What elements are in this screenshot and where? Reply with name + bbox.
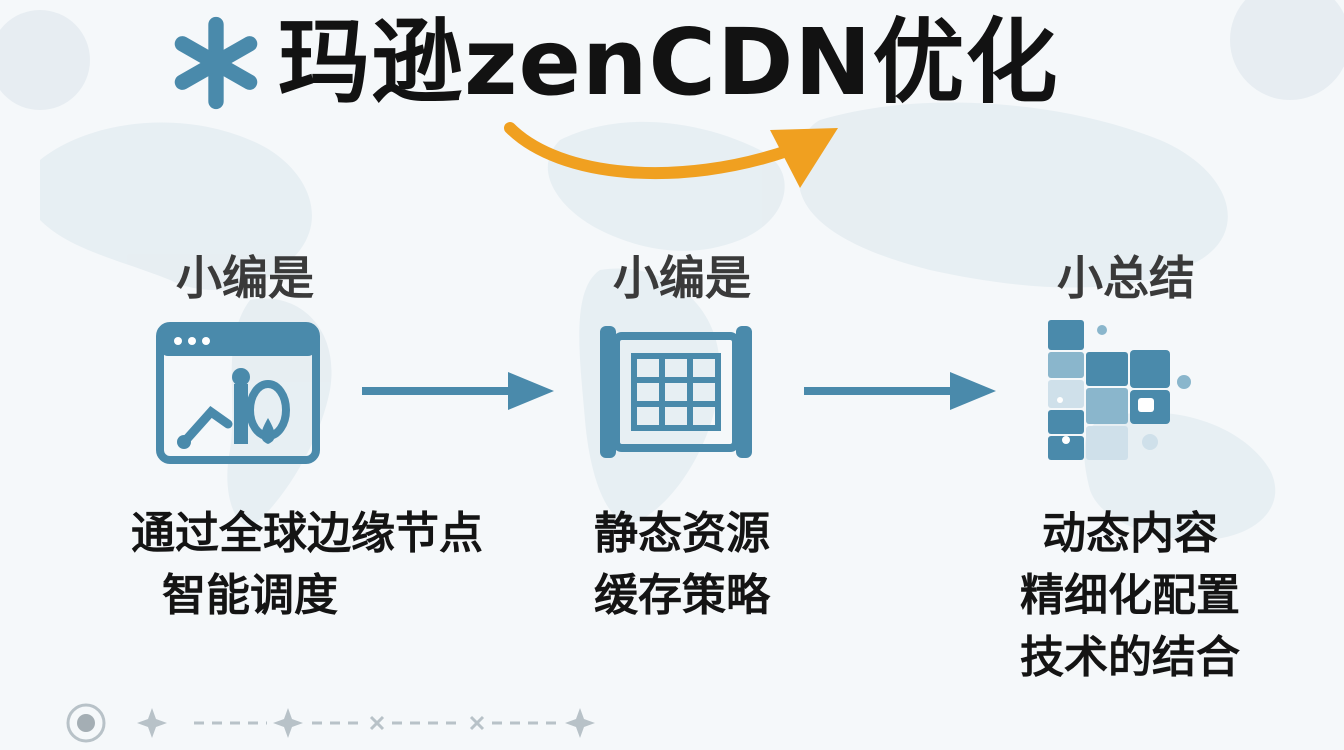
grid-cache-icon [600,326,752,458]
stage-1-description-line: 智能调度 [162,570,338,621]
stage-3-description-line: 技术的结合 [1020,632,1240,683]
stage-2-description: 静态资源 缓存策略 [552,503,812,627]
flow-arrow-icon [804,372,996,410]
stage-1-description-line: 通过全球边缘节点 [131,508,483,559]
stage-2-description-line: 静态资源 [594,508,770,559]
sparkle-icon [137,708,595,738]
stage-1-description: 通过全球边缘节点 智能调度 [82,503,532,627]
stage-2-description-line: 缓存策略 [594,570,770,621]
title-row: 玛逊zenCDN优化 [168,8,1058,118]
browser-window-icon [156,322,320,464]
page-title: 玛逊zenCDN优化 [278,9,1059,116]
stage-3-description-line: 精细化配置 [1020,570,1240,621]
cross-mark-icon [369,715,485,731]
stage-3-heading: 小总结 [1057,251,1195,305]
pager-indicator[interactable] [62,700,602,746]
stage-1-heading: 小编是 [176,251,314,305]
asterisk-icon [174,16,258,110]
swoosh-arrow-icon [504,122,838,188]
stage-2-heading: 小编是 [613,251,751,305]
blocks-cluster-icon [1048,320,1191,460]
radio-dot-icon[interactable] [66,703,106,743]
stage-3-description-line: 动态内容 [1042,508,1218,559]
stage-3-description: 动态内容 精细化配置 技术的结合 [970,503,1290,689]
flow-arrow-icon [362,372,554,410]
